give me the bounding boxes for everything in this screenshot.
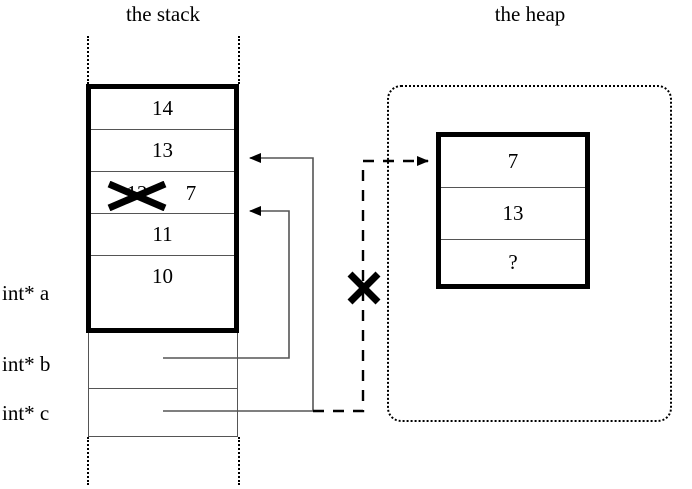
cancel-x-icon <box>347 271 381 305</box>
stack-cell-2-new-value: 7 <box>185 181 197 205</box>
heap-heading: the heap <box>494 2 566 26</box>
stack-guide-left-bottom <box>87 437 89 485</box>
stack-cell-divider <box>91 255 234 256</box>
strike-x-icon <box>107 181 167 211</box>
stack-guide-right-top <box>238 36 240 84</box>
variable-label-c: int* c <box>2 401 50 425</box>
variable-label-b: int* b <box>2 352 51 376</box>
stack-guide-right-bottom <box>238 437 240 485</box>
heap-cell-divider <box>441 187 585 188</box>
stack-variable-divider <box>88 388 238 389</box>
heap-cell-1: 13 <box>502 201 524 225</box>
stack-cell-1: 13 <box>152 138 173 162</box>
stack-cell-divider <box>91 213 234 214</box>
stack-heading: the stack <box>125 2 201 26</box>
stack-cell-divider <box>91 129 234 130</box>
variable-label-a: int* a <box>2 281 50 305</box>
stack-cell-4: 10 <box>152 264 173 288</box>
heap-block-frame <box>436 132 590 289</box>
stack-variables-frame <box>88 333 238 437</box>
stack-cell-3: 11 <box>152 222 173 246</box>
stack-guide-left-top <box>87 36 89 84</box>
heap-cell-divider <box>441 239 585 240</box>
heap-cell-2: ? <box>508 250 518 274</box>
stack-cell-0: 14 <box>152 96 173 120</box>
stack-cell-divider <box>91 171 234 172</box>
heap-cell-0: 7 <box>507 149 519 173</box>
